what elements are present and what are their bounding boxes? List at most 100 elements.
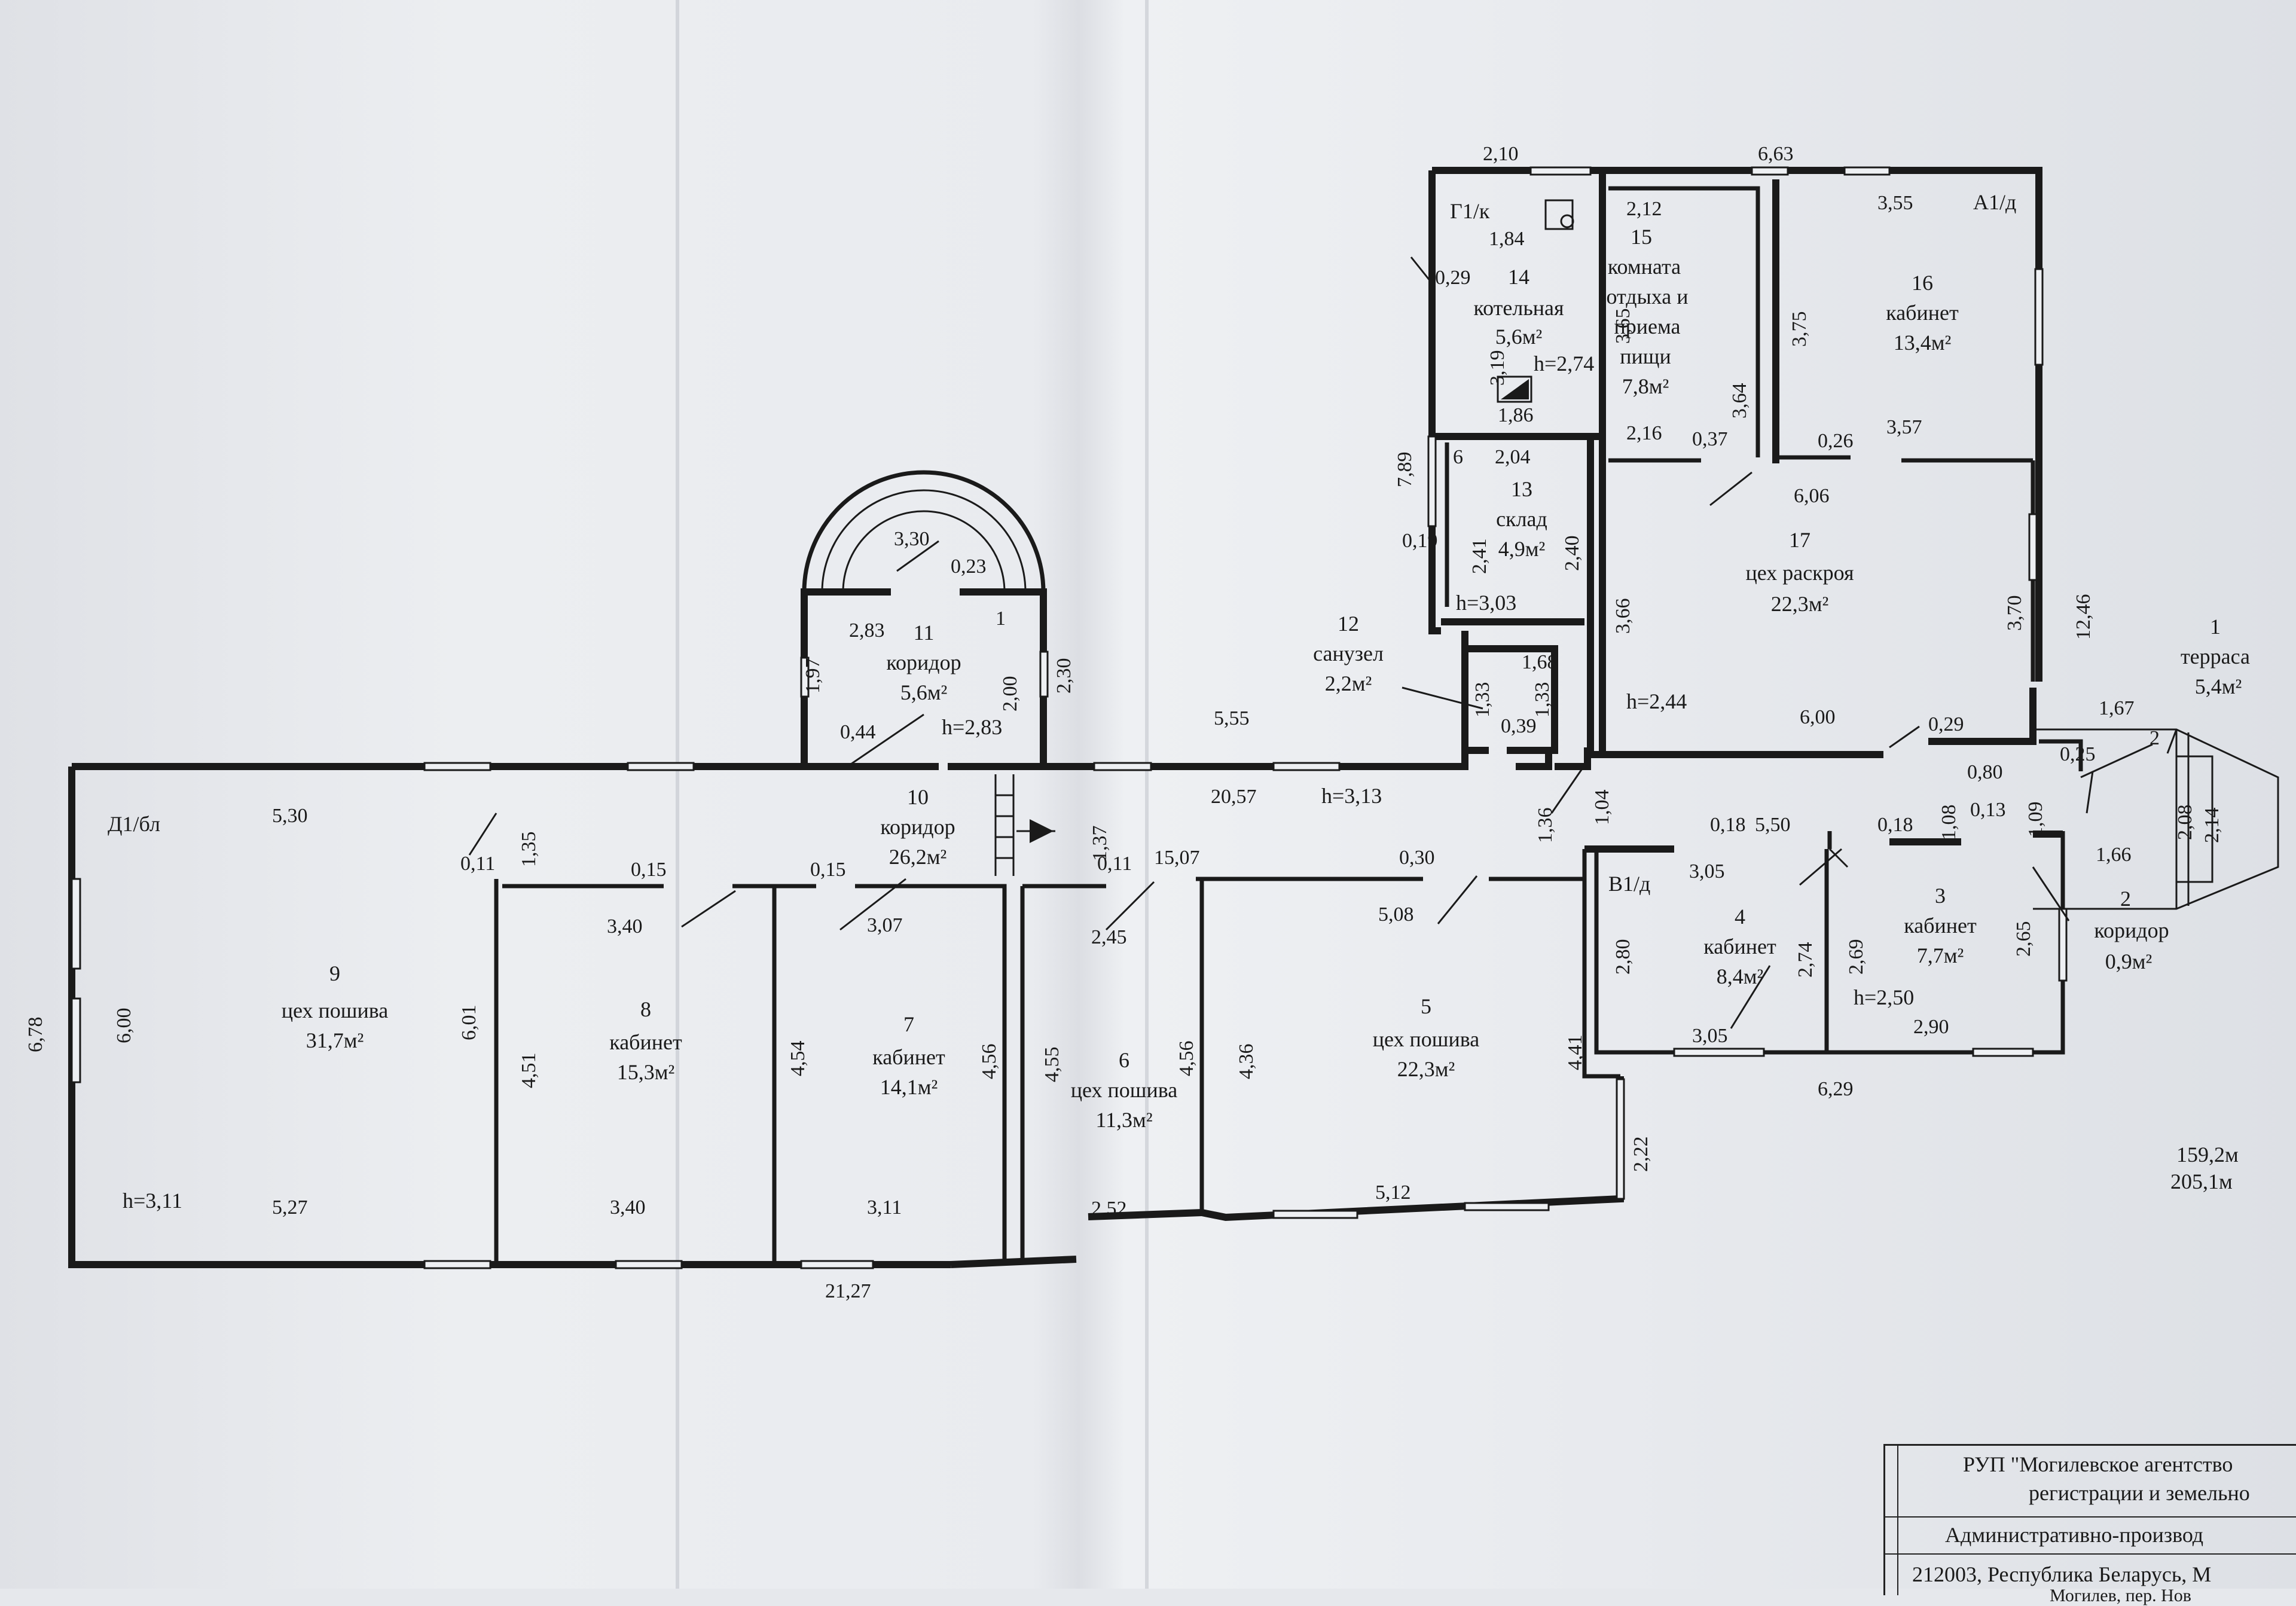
dim-label: 1,66 <box>2096 844 2132 866</box>
stamp-line-2: регистрации и земельно <box>2029 1481 2250 1505</box>
window <box>2058 908 2068 982</box>
room-3-area: 7,7м² <box>1917 944 1964 967</box>
dim-label: 0,11 <box>1097 853 1132 875</box>
window <box>1464 1202 1550 1211</box>
room-4-name: кабинет <box>1703 935 1776 958</box>
room-8-number: 8 <box>640 997 651 1021</box>
dim-label: 1,68 <box>1522 651 1558 673</box>
room-14-area: 5,6м² <box>1495 325 1543 349</box>
room-14-name: котельная <box>1473 296 1564 320</box>
dim-label: 0,19 <box>1402 530 1438 552</box>
paper-fold <box>676 0 679 1589</box>
room-6-area: 11,3м² <box>1095 1108 1152 1132</box>
dim-label: 0,13 <box>1970 799 2006 821</box>
dim-label: 5,55 <box>1214 707 1250 729</box>
room-10-number: 10 <box>907 785 929 809</box>
room-16-number: 16 <box>1912 271 1933 295</box>
dim-label: 2,30 <box>1053 658 1075 694</box>
paper-fold <box>1145 0 1149 1589</box>
dim-label: 20,57 <box>1211 786 1257 808</box>
room-2-name: коридор <box>2094 918 2169 942</box>
stamp-line-5: Могилев, пер. Нов <box>2050 1586 2191 1605</box>
dim-label: 2,08 <box>2174 805 2196 841</box>
window <box>1039 651 1049 698</box>
dim-label: 6,06 <box>1794 485 1830 507</box>
room-13-name: склад <box>1496 507 1547 531</box>
window <box>1427 435 1437 527</box>
dim-label: 2,22 <box>1630 1137 1652 1173</box>
dim-label: 0,25 <box>2060 743 2096 765</box>
dim-label: 6 <box>1453 446 1463 468</box>
room-16-area: 13,4м² <box>1894 331 1952 355</box>
room-6-name: цех пошива <box>1071 1078 1178 1102</box>
dim-label: 2,10 <box>1483 143 1519 165</box>
dim-label: 2 <box>2150 727 2160 749</box>
room-15-number: 15 <box>1631 225 1652 249</box>
dim-label: 3,57 <box>1886 416 1922 438</box>
title-block-row: Административно-производ <box>1885 1516 2296 1555</box>
dim-label: 1 <box>996 607 1006 630</box>
dim-label: 6,29 <box>1818 1078 1854 1100</box>
dim-label: 6,00 <box>113 1008 135 1044</box>
stamp-line-4: 212003, Республика Беларусь, М <box>1912 1562 2212 1586</box>
dim-label: 0,44 <box>840 721 876 743</box>
dim-label: 2,83 <box>849 619 885 642</box>
dim-label: 3,70 <box>2004 596 2026 631</box>
room-9-area: 31,7м² <box>306 1028 364 1052</box>
dim-label: 2,80 <box>1612 939 1634 975</box>
dim-label: 1,09 <box>2025 802 2047 838</box>
dim-label: 0,30 <box>1399 847 1435 869</box>
dim-label: 5,50 <box>1755 814 1791 836</box>
dim-label: 1,33 <box>1531 682 1553 718</box>
stamp-line-1: РУП "Могилевское агентство <box>1963 1452 2233 1476</box>
dim-label: 2,16 <box>1626 422 1662 444</box>
dim-label: 1,04 <box>1591 790 1613 826</box>
window <box>1272 1210 1358 1219</box>
dim-label: 6,01 <box>458 1005 480 1041</box>
window <box>800 657 810 698</box>
dim-label: 0,15 <box>631 859 667 881</box>
dim-label: 0,11 <box>460 853 495 875</box>
room-16-name: кабинет <box>1886 301 1959 325</box>
annotations <box>468 199 2178 1029</box>
dim-label: 1,97 <box>802 658 824 694</box>
room-13-number: 13 <box>1511 477 1532 501</box>
room-9-number: 9 <box>329 961 340 985</box>
dim-label: 3,66 <box>1612 599 1634 634</box>
dim-label: 1,86 <box>1498 404 1534 426</box>
window <box>2028 513 2038 581</box>
dim-label: 2,41 <box>1468 539 1491 575</box>
window <box>71 997 81 1083</box>
dim-label: 3,05 <box>1689 860 1725 883</box>
window <box>1272 762 1341 771</box>
room-2-area: 0,9м² <box>2105 949 2152 973</box>
height-label: h=2,44 <box>1626 689 1687 713</box>
dim-label: 0,80 <box>1967 761 2003 783</box>
room-15-name-1: комната <box>1608 255 1681 279</box>
room-10-area: 26,2м² <box>889 845 947 869</box>
room-7-name: кабинет <box>872 1045 945 1069</box>
dim-label: 21,27 <box>825 1280 871 1302</box>
title-block-row: 212003, Республика Беларусь, М Могилев, … <box>1885 1553 2296 1605</box>
room-12-area: 2,2м² <box>1325 671 1372 695</box>
dim-label: 0,29 <box>1435 267 1471 289</box>
dim-label: 0,37 <box>1692 428 1728 450</box>
dim-label: 0,29 <box>1928 713 1964 735</box>
room-4-number: 4 <box>1735 905 1745 929</box>
window <box>1616 1078 1625 1200</box>
dim-label: 15,07 <box>1154 847 1200 869</box>
dim-label: 12,46 <box>2072 594 2095 640</box>
dim-label: 1,37 <box>1089 826 1111 862</box>
room-3-name: кабинет <box>1904 914 1977 938</box>
height-label: h=3,13 <box>1321 784 1382 808</box>
room-15-name-2: отдыха и <box>1606 285 1688 309</box>
room-7-area: 14,1м² <box>880 1075 938 1099</box>
height-label: h=2,50 <box>1854 985 1914 1009</box>
dim-label: 5,08 <box>1378 903 1414 926</box>
dim-label: 3,07 <box>867 914 903 936</box>
room-15-area: 7,8м² <box>1622 374 1669 398</box>
dim-label: 6,63 <box>1758 143 1794 165</box>
dim-label: 3,65 <box>1612 309 1634 344</box>
window <box>423 1260 491 1269</box>
room-5-name: цех пошива <box>1373 1027 1480 1051</box>
